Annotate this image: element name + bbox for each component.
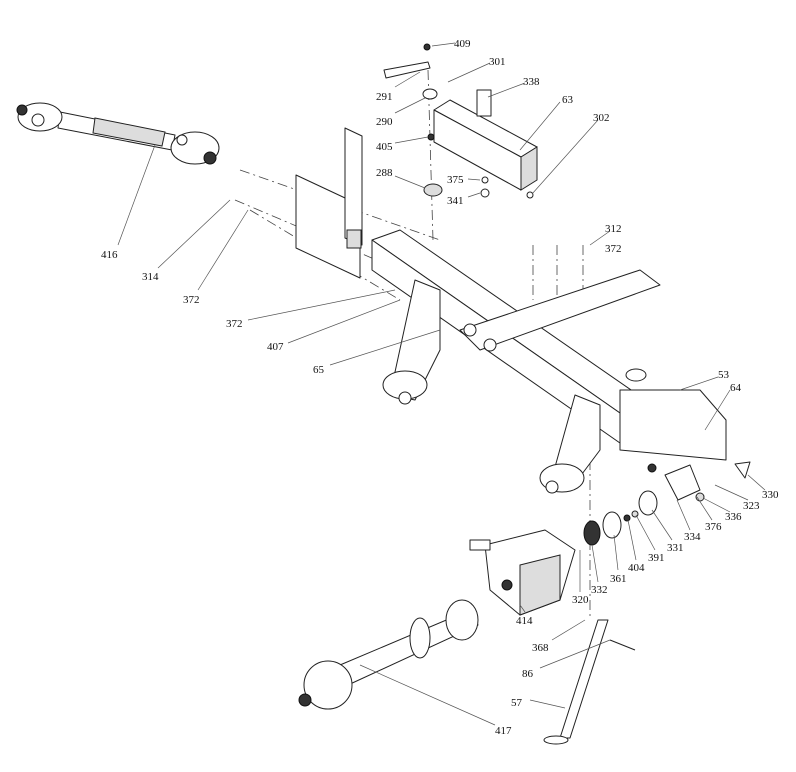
tank-63 bbox=[383, 43, 538, 199]
part-label: 372 bbox=[183, 294, 200, 306]
part-label: 409 bbox=[454, 38, 471, 50]
driveshaft-416 bbox=[16, 102, 220, 165]
part-label: 375 bbox=[447, 174, 464, 186]
stand-57 bbox=[543, 619, 636, 745]
part-label: 63 bbox=[562, 94, 574, 106]
part-label: 290 bbox=[376, 116, 393, 128]
part-label: 404 bbox=[628, 562, 645, 574]
part-label: 368 bbox=[532, 642, 549, 654]
part-label: 416 bbox=[101, 249, 118, 261]
gearbox-414 bbox=[469, 529, 576, 616]
part-label: 334 bbox=[684, 531, 701, 543]
part-label: 301 bbox=[489, 56, 506, 68]
part-label: 53 bbox=[718, 369, 730, 381]
part-label: 417 bbox=[495, 725, 512, 737]
part-label: 405 bbox=[376, 141, 393, 153]
part-label: 64 bbox=[730, 382, 742, 394]
part-label: 57 bbox=[511, 697, 523, 709]
leader-lines bbox=[117, 42, 766, 726]
mounting-bracket bbox=[295, 127, 363, 279]
part-label: 320 bbox=[572, 594, 589, 606]
bearing-parts bbox=[583, 461, 751, 546]
part-label: 291 bbox=[376, 91, 393, 103]
part-label: 332 bbox=[591, 584, 608, 596]
part-label: 361 bbox=[610, 573, 627, 585]
part-label: 336 bbox=[725, 511, 742, 523]
driveshaft-417 bbox=[298, 599, 479, 710]
part-label: 372 bbox=[605, 243, 622, 255]
part-label: 302 bbox=[593, 112, 610, 124]
part-label: 65 bbox=[313, 364, 325, 376]
part-label: 376 bbox=[705, 521, 722, 533]
main-frame-65 bbox=[371, 229, 727, 494]
part-label: 323 bbox=[743, 500, 760, 512]
part-label: 391 bbox=[648, 552, 665, 564]
part-label: 414 bbox=[516, 615, 533, 627]
part-label: 314 bbox=[142, 271, 159, 283]
part-label: 372 bbox=[226, 318, 243, 330]
part-label: 407 bbox=[267, 341, 284, 353]
part-label: 331 bbox=[667, 542, 684, 554]
part-label: 338 bbox=[523, 76, 540, 88]
part-labels: 409 301 338 291 63 302 290 405 288 375 3… bbox=[101, 38, 779, 737]
part-label: 288 bbox=[376, 167, 393, 179]
part-label: 330 bbox=[762, 489, 779, 501]
part-label: 341 bbox=[447, 195, 464, 207]
part-label: 312 bbox=[605, 223, 622, 235]
part-label: 86 bbox=[522, 668, 534, 680]
